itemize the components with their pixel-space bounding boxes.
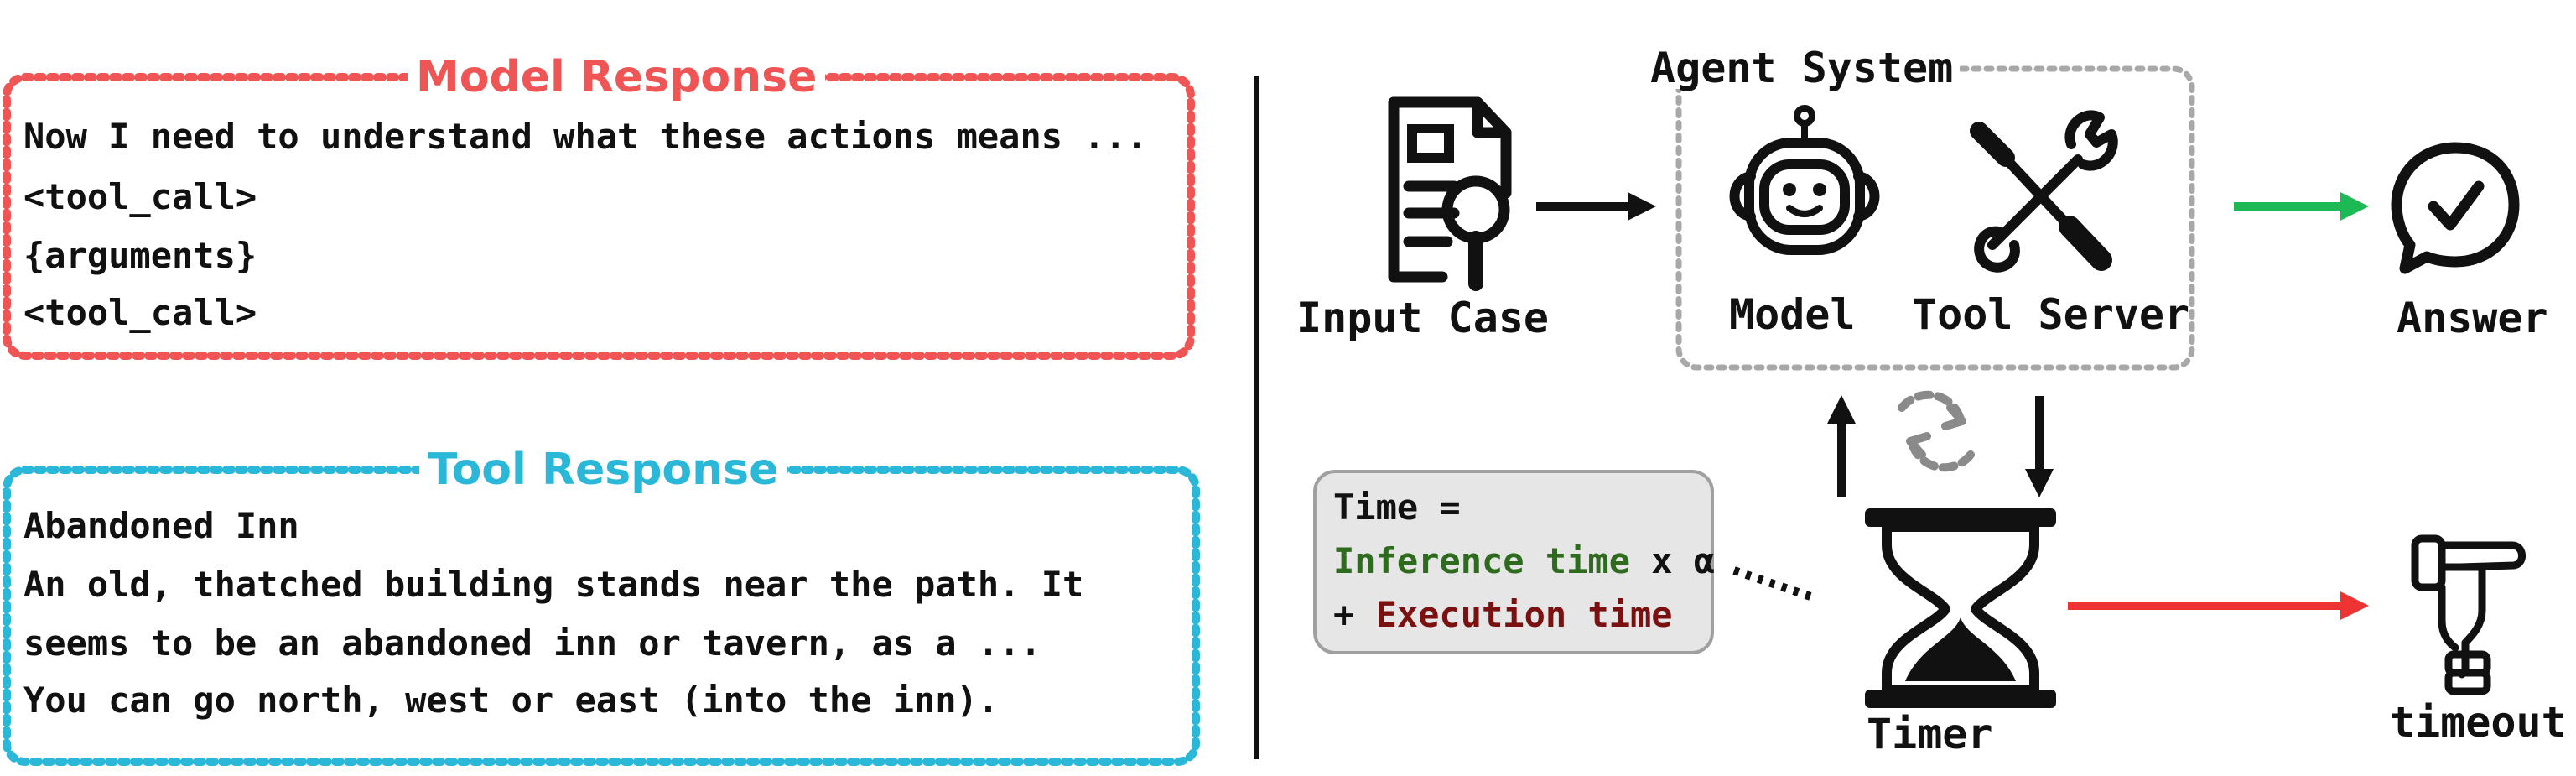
timeout-label: timeout <box>2390 698 2567 747</box>
hourglass-icon <box>1865 508 2056 708</box>
alpha-multiplier: x α <box>1630 540 1716 581</box>
input-case-label: Input Case <box>1296 294 1550 342</box>
model-response-line: {arguments} <box>23 235 257 276</box>
inference-time-text: Inference time <box>1333 540 1631 581</box>
tool-response-line: An old, thatched building stands near th… <box>23 564 1084 605</box>
formula-line-3: + Execution time <box>1333 597 1673 633</box>
robot-icon <box>1729 105 1880 255</box>
plus-sign: + <box>1333 594 1376 635</box>
tool-response-title: Tool Response <box>419 448 787 492</box>
model-response-line: <tool_call> <box>23 176 257 217</box>
formula-line-1: Time = <box>1333 487 1461 528</box>
tool-server-label: Tool Server <box>1912 290 2190 339</box>
timeout-hand-icon <box>2411 534 2526 695</box>
answer-label: Answer <box>2397 294 2548 342</box>
agent-system-label: Agent System <box>1644 47 1961 89</box>
timer-label: Timer <box>1867 710 1993 758</box>
model-label: Model <box>1729 290 1856 339</box>
formula-line-2: Inference time x α <box>1333 544 1715 579</box>
refresh-cycle-icon <box>1898 390 1975 472</box>
tools-icon <box>1970 110 2118 273</box>
model-response-title: Model Response <box>408 55 826 99</box>
tool-response-line: seems to be an abandoned inn or tavern, … <box>23 622 1041 664</box>
tool-response-line: You can go north, west or east (into the… <box>23 680 1000 721</box>
execution-time-text: Execution time <box>1375 594 1673 635</box>
formula-box <box>1313 470 1714 654</box>
formula-connector <box>1732 566 1815 602</box>
model-response-line: <tool_call> <box>23 292 257 333</box>
model-response-line: Now I need to understand what these acti… <box>23 116 1148 157</box>
document-search-icon <box>1388 96 1512 291</box>
tool-response-line: Abandoned Inn <box>23 505 299 546</box>
check-chat-icon <box>2391 142 2520 274</box>
